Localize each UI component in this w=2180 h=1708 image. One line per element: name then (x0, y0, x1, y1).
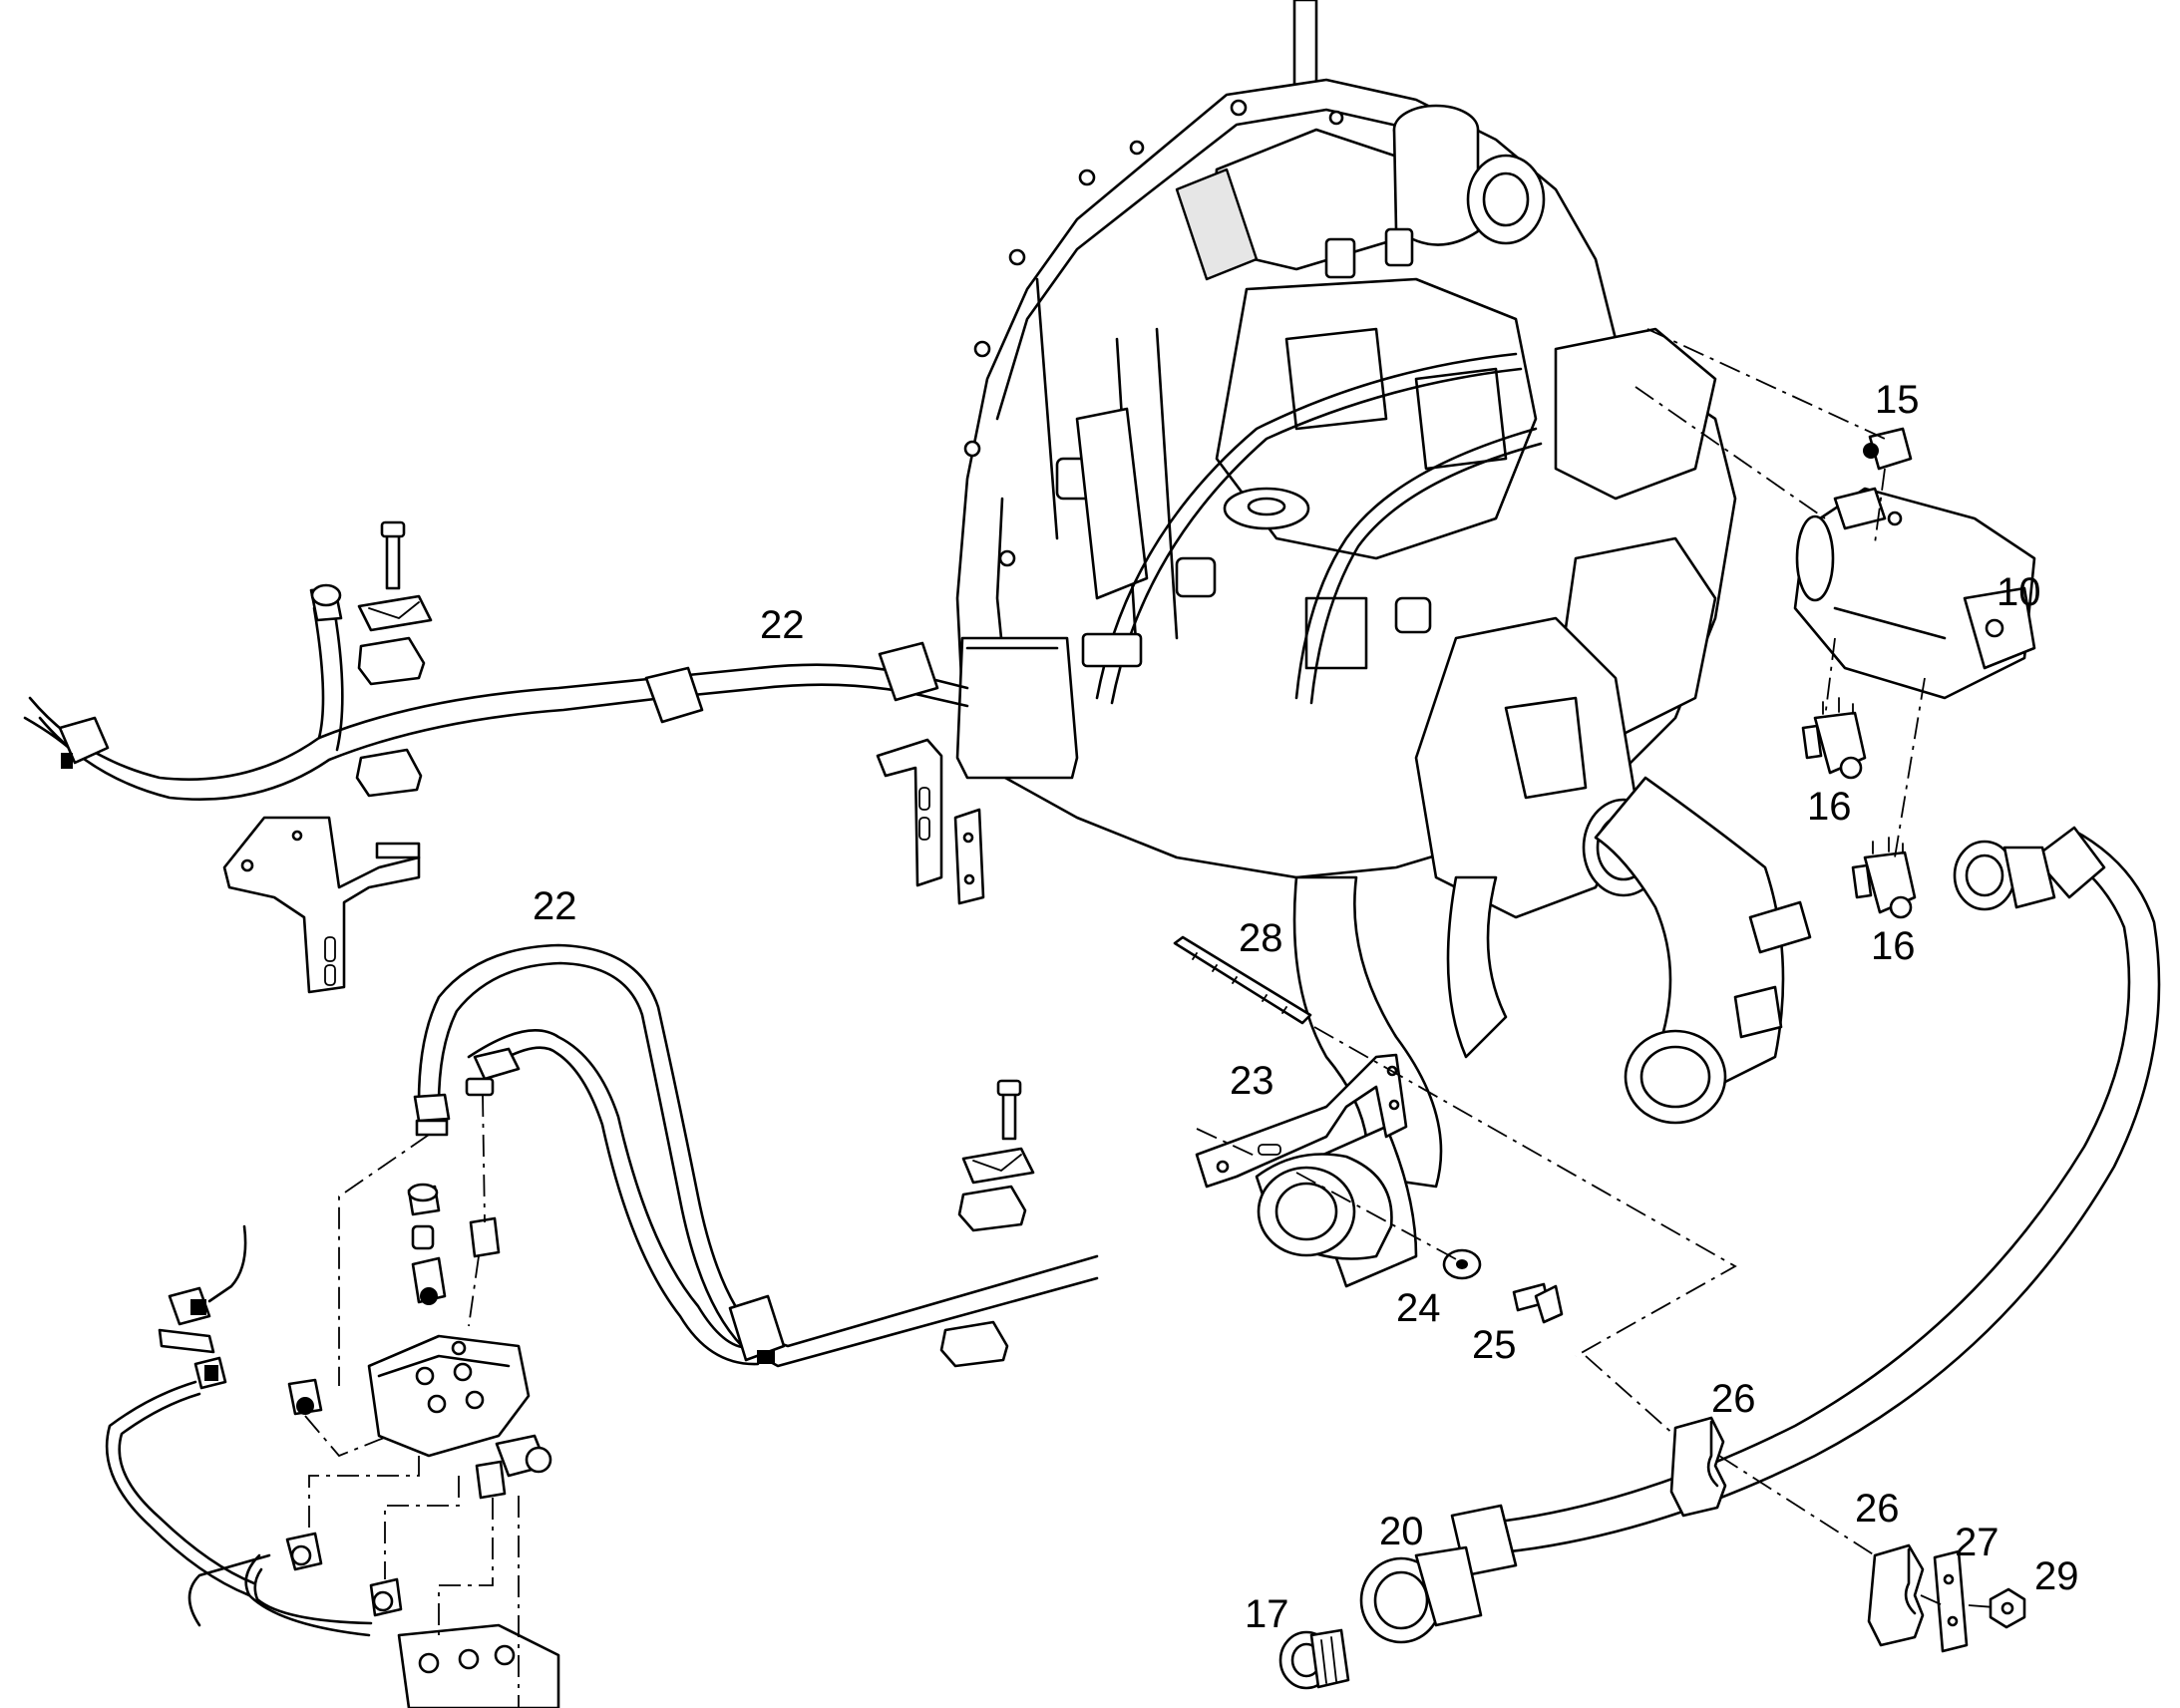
part-22-lower-hose (413, 943, 1099, 1368)
callout-22-lower: 22 (533, 884, 577, 928)
upper-clamp-set (355, 520, 433, 798)
callout-16-lower: 16 (1871, 924, 1916, 968)
callout-24: 24 (1396, 1286, 1441, 1330)
callout-16-upper: 16 (1807, 785, 1852, 829)
lower-clamp-set (939, 1079, 1035, 1368)
part-28-stud (1173, 935, 1312, 1025)
callout-10: 10 (1997, 570, 2041, 614)
part-10-solenoid-module (1793, 487, 2036, 700)
part-26-clamp-half-upper (1669, 1416, 1727, 1518)
part-20-hose (1359, 826, 2161, 1644)
callout-23: 23 (1230, 1059, 1274, 1103)
callout-27: 27 (1955, 1521, 1999, 1564)
part-24-washer (1442, 1248, 1482, 1280)
part-27-plate (1933, 1549, 1969, 1653)
callout-26-upper: 26 (1711, 1377, 1756, 1421)
part-16-connector-lower (1851, 837, 1917, 919)
lower-left-valve-block (187, 1183, 560, 1708)
callout-20: 20 (1379, 1510, 1424, 1553)
wire-harness (105, 1224, 256, 1597)
callout-28: 28 (1239, 916, 1283, 960)
callout-22-upper: 22 (760, 603, 805, 647)
part-22-upper-hose (23, 583, 969, 801)
part-29-nut (1989, 1587, 2026, 1629)
callout-17: 17 (1245, 1592, 1289, 1636)
part-26-clamp-half-lower (1867, 1543, 1925, 1647)
part-25-bolt (1512, 1282, 1564, 1324)
part-15-bracket (1863, 427, 1913, 471)
assembly-leader-lines (304, 328, 1996, 1708)
callout-29: 29 (2034, 1554, 2079, 1598)
callout-labels: 10 15 16 16 17 20 22 22 23 24 25 26 26 2… (533, 378, 2079, 1636)
upper-left-bracket (222, 816, 421, 994)
transmission-assembly (955, 0, 1812, 1288)
callout-15: 15 (1875, 378, 1920, 422)
callout-25: 25 (1472, 1323, 1517, 1367)
part-16-connector-upper (1801, 697, 1867, 780)
part-17-adapter (1278, 1628, 1350, 1690)
upper-right-bracket (876, 738, 985, 905)
callout-26-lower: 26 (1855, 1487, 1900, 1531)
